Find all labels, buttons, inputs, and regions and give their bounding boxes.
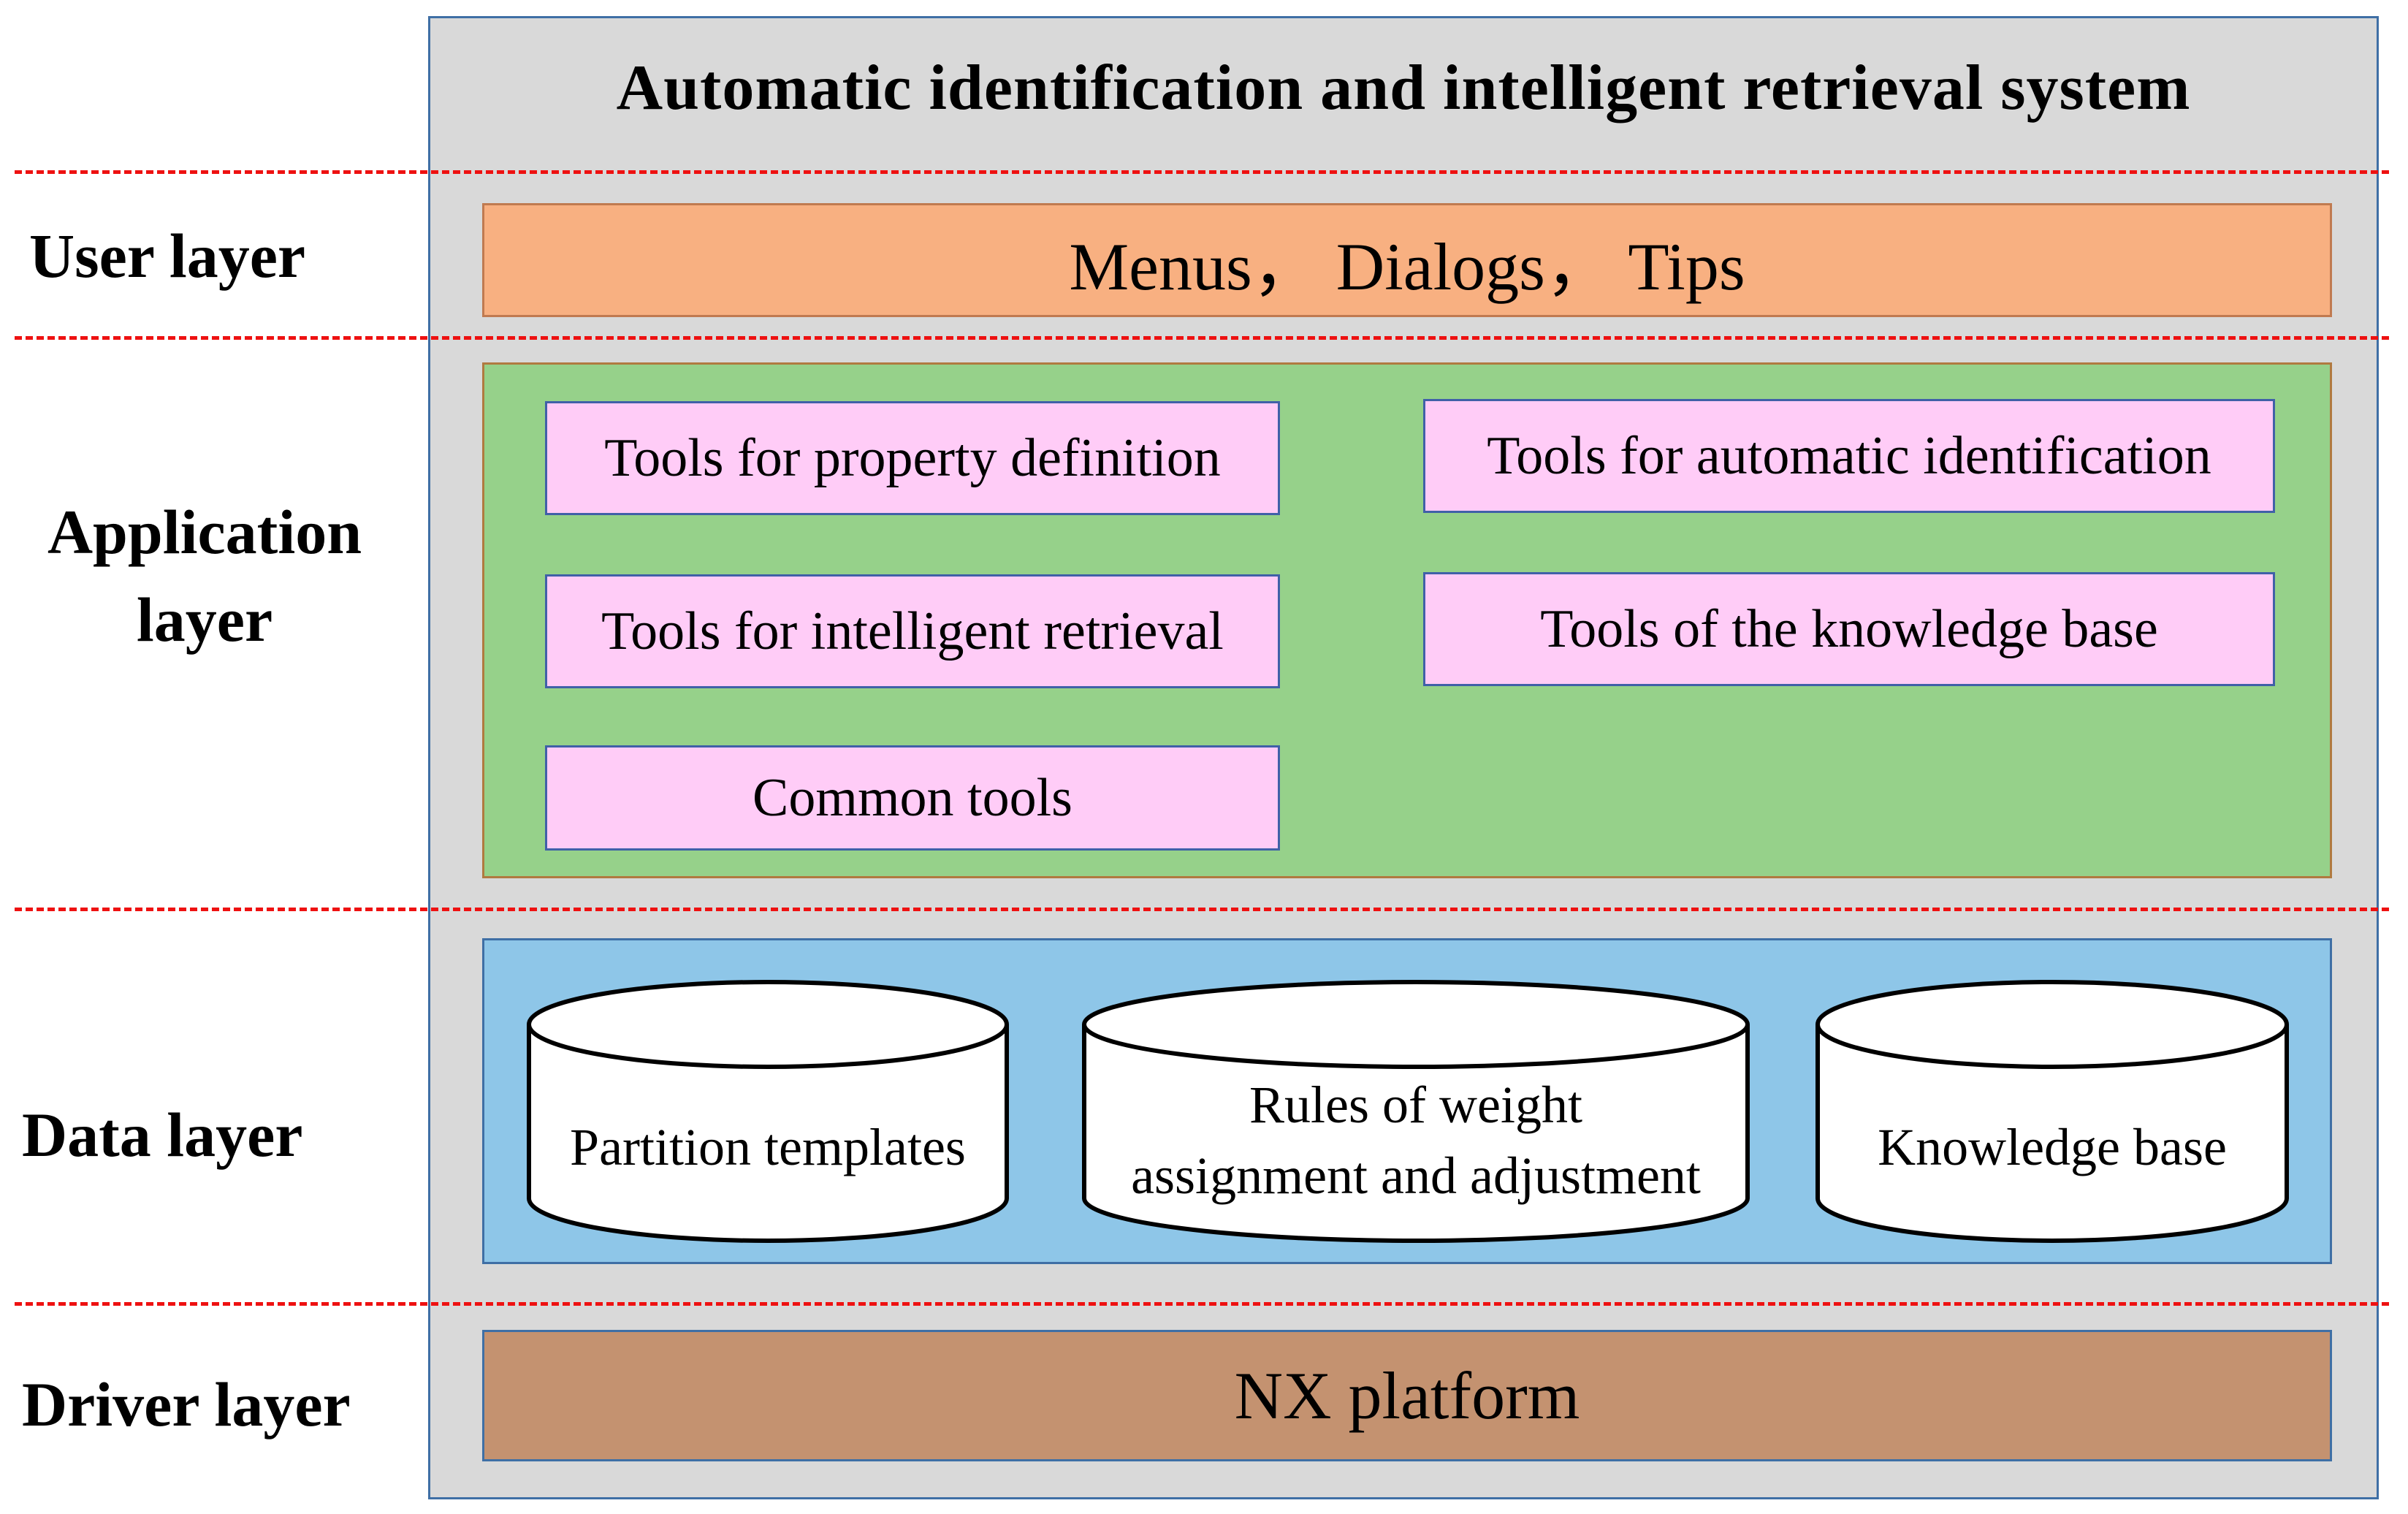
separator-application-data [15, 908, 2389, 911]
weight-rules-database: Rules of weight assignment and adjustmen… [1081, 979, 1750, 1247]
system-title: Automatic identification and intelligent… [616, 53, 2191, 123]
driver-layer-band [482, 1330, 2332, 1461]
tool-knowledge-base: Tools of the knowledge base [1423, 572, 2275, 686]
partition-templates-label: Partition templates [570, 1118, 966, 1176]
user-layer-band [482, 203, 2332, 317]
separator-title-user [15, 170, 2389, 174]
application-layer-label: Application layer [22, 488, 387, 664]
tool-automatic-identification: Tools for automatic identification [1423, 399, 2275, 513]
knowledge-base-label: Knowledge base [1878, 1118, 2227, 1176]
tool-common: Common tools [545, 745, 1280, 851]
tool-property-definition: Tools for property definition [545, 401, 1280, 515]
database-cylinder-icon [1082, 980, 1750, 1243]
data-layer-label: Data layer [22, 1100, 303, 1170]
weight-rules-label-line2: assignment and adjustment [1131, 1146, 1701, 1206]
database-cylinder-icon [527, 980, 1009, 1243]
user-layer-content: Menus， Dialogs， Tips [1069, 229, 1745, 304]
application-layer-label-line1: Application [47, 497, 362, 567]
partition-templates-database: Partition templates [526, 979, 1010, 1247]
weight-rules-label-line1: Rules of weight [1249, 1076, 1582, 1134]
separator-data-driver [15, 1302, 2389, 1306]
separator-user-application [15, 336, 2389, 340]
application-layer-label-line2: layer [136, 585, 273, 655]
database-cylinder-icon [1815, 980, 2289, 1243]
knowledge-base-database: Knowledge base [1815, 979, 2290, 1247]
weight-rules-label: Rules of weight assignment and adjustmen… [1081, 1070, 1750, 1211]
driver-layer-content: NX platform [1234, 1358, 1580, 1433]
tool-intelligent-retrieval: Tools for intelligent retrieval [545, 574, 1280, 688]
user-layer-label: User layer [29, 221, 306, 291]
driver-layer-label: Driver layer [22, 1369, 351, 1439]
